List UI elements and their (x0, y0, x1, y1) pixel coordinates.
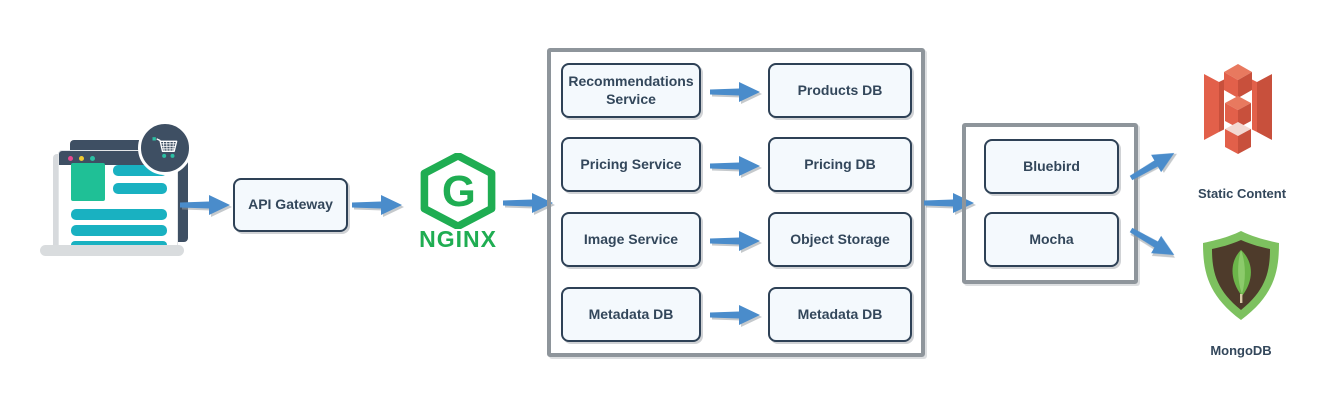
mocha-node: Mocha (984, 212, 1119, 267)
shopping-cart-icon (138, 121, 192, 175)
titlebar-dot-pink (68, 156, 73, 161)
metadata-db-left-node: Metadata DB (561, 287, 701, 342)
recommendations-service-node: Recommendations Service (561, 63, 701, 118)
arrow-libraries-to-s3 (1125, 141, 1183, 190)
bluebird-label: Bluebird (1023, 157, 1080, 174)
arrow-image-to-object-storage (710, 228, 762, 254)
s3-bucket-icon (1204, 64, 1272, 154)
s3-label: Static Content (1197, 186, 1287, 201)
mongodb-label: MongoDB (1210, 343, 1272, 358)
mocha-label: Mocha (1029, 230, 1074, 247)
bluebird-node: Bluebird (984, 139, 1119, 194)
page-hero-block (71, 163, 105, 201)
pricing-service-node: Pricing Service (561, 137, 701, 192)
object-storage-node: Object Storage (768, 212, 912, 267)
object-storage-label: Object Storage (790, 230, 890, 247)
arrow-client-to-gateway (180, 192, 232, 218)
metadata-db-right-label: Metadata DB (797, 305, 883, 322)
page-text-bar (113, 165, 167, 176)
nginx-hexagon-icon: G (420, 153, 496, 229)
arrow-services-to-libraries (924, 190, 976, 216)
arrow-recommendations-to-products-db (710, 79, 762, 105)
titlebar-dot-teal (90, 156, 95, 161)
nginx-wordmark: NGINX (419, 226, 497, 252)
metadata-db-right-node: Metadata DB (768, 287, 912, 342)
arrow-nginx-to-services (503, 190, 555, 216)
recommendations-service-label: Recommendations Service (568, 73, 694, 107)
nginx-letter: G (442, 167, 476, 216)
arrow-gateway-to-nginx (352, 192, 404, 218)
arrow-libraries-to-mongodb (1125, 219, 1183, 268)
laptop-base (40, 245, 184, 256)
metadata-db-left-label: Metadata DB (588, 305, 674, 322)
libraries-group-container (962, 123, 1138, 284)
api-gateway-node: API Gateway (233, 178, 348, 232)
pricing-db-label: Pricing DB (804, 155, 876, 172)
page-text-bar (113, 183, 167, 194)
pricing-db-node: Pricing DB (768, 137, 912, 192)
arrow-pricing-to-pricing-db (710, 153, 762, 179)
mongodb-icon (1203, 231, 1279, 320)
products-db-label: Products DB (797, 81, 883, 98)
api-gateway-label: API Gateway (248, 196, 333, 213)
arrow-metadata-to-metadata-db (710, 302, 762, 328)
image-service-node: Image Service (561, 212, 701, 267)
page-text-bar (71, 225, 167, 236)
services-group-container (547, 48, 925, 357)
image-service-label: Image Service (583, 230, 679, 247)
products-db-node: Products DB (768, 63, 912, 118)
page-text-bar (71, 209, 167, 220)
titlebar-dot-yellow (79, 156, 84, 161)
pricing-service-label: Pricing Service (580, 155, 682, 172)
